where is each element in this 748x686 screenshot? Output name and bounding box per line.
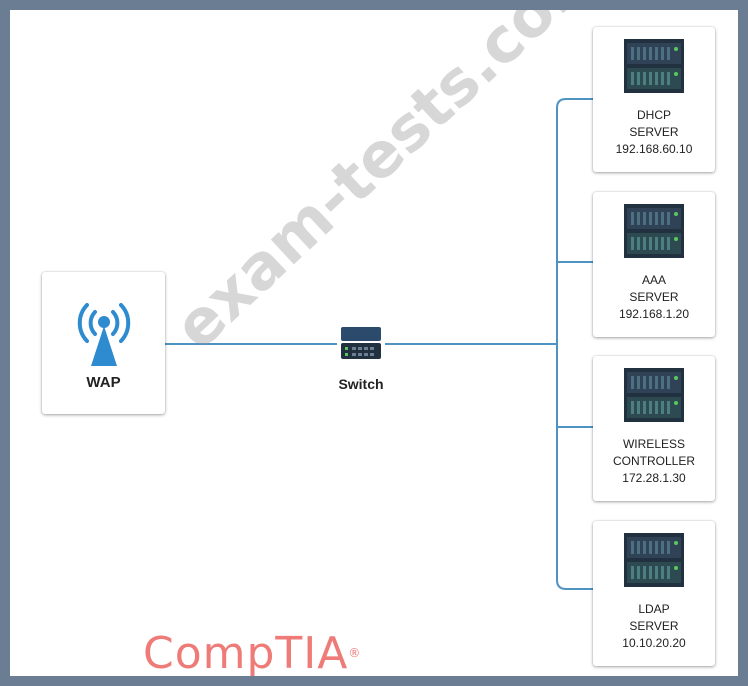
server-role-line: SERVER [629, 619, 679, 633]
server-ip-line: 10.10.20.20 [622, 636, 686, 650]
server-ip-line: 172.28.1.30 [622, 471, 686, 485]
aaa-server-node[interactable]: AAA SERVER 192.168.1.20 [593, 192, 715, 337]
server-rack-icon [624, 204, 684, 258]
network-diagram: WAP Switch DHCP SERVER 192.168.60.10 [10, 10, 738, 676]
server-rack-icon [624, 368, 684, 422]
server-role-line: SERVER [629, 290, 679, 304]
server-name-line: LDAP [638, 602, 670, 616]
ldap-server-node[interactable]: LDAP SERVER 10.10.20.20 [593, 521, 715, 666]
comptia-logo: CompTIA® [143, 628, 361, 676]
dhcp-server-node[interactable]: DHCP SERVER 192.168.60.10 [593, 27, 715, 172]
server-role-line: CONTROLLER [612, 454, 695, 468]
connection-lines [165, 98, 593, 590]
switch-label: Switch [338, 376, 384, 392]
wap-label: WAP [86, 374, 121, 391]
registered-mark: ® [348, 646, 362, 660]
server-rack-icon [624, 39, 684, 93]
server-role-line: SERVER [629, 125, 679, 139]
wireless-controller-node[interactable]: WIRELESS CONTROLLER 172.28.1.30 [593, 356, 715, 501]
server-name-line: WIRELESS [622, 437, 685, 451]
wap-node[interactable]: WAP [42, 272, 165, 414]
server-bus-line [556, 98, 593, 590]
server-name-line: AAA [641, 273, 666, 287]
server-rack-icon [624, 533, 684, 587]
server-name-line: DHCP [636, 108, 671, 122]
network-switch-icon[interactable] [337, 323, 385, 363]
wireless-antenna-icon [77, 303, 131, 366]
brand-text: CompTIA [143, 628, 349, 676]
server-ip-line: 192.168.1.20 [618, 307, 690, 321]
server-ip-line: 192.168.60.10 [615, 142, 693, 156]
